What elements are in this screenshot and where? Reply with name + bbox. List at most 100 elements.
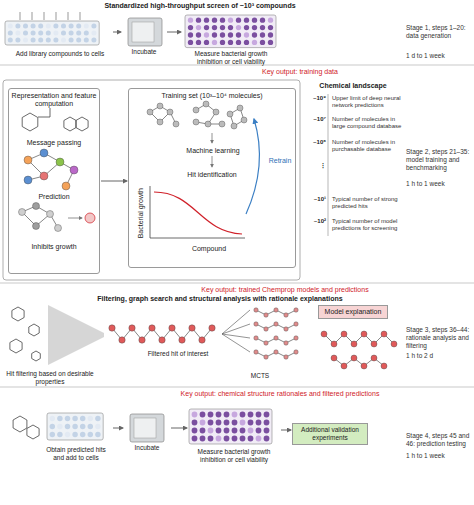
illustration-part [12, 307, 24, 321]
illustration-part [227, 111, 233, 117]
flow-arrow [171, 428, 187, 429]
illustration-part [157, 103, 163, 109]
illustration-part [284, 313, 288, 317]
illustration-part [256, 420, 262, 426]
illustration-part [47, 211, 54, 218]
illustration-part [53, 23, 58, 28]
illustration-part [95, 432, 100, 437]
illustration-part [220, 25, 225, 30]
illustration-part [222, 334, 250, 338]
illustration-part [80, 432, 85, 437]
illustration-part [56, 158, 64, 166]
illustration-part [284, 327, 288, 331]
label-text: ⋮ [301, 162, 326, 169]
node-text: Incubate [122, 48, 166, 56]
illustration-part [29, 324, 39, 336]
label-text: Number of molecules in purchasable datab… [332, 139, 402, 153]
illustration-part [48, 305, 104, 365]
illustration-part [268, 40, 273, 45]
illustration-part [76, 117, 88, 131]
illustration-part [150, 238, 245, 239]
illustration-part [341, 331, 347, 337]
illustration-part [252, 18, 257, 23]
illustration-part [84, 23, 89, 28]
incubator: Incubate [122, 18, 166, 56]
illustration-part [284, 355, 288, 359]
node-text: Message passing [11, 139, 97, 147]
illustration-part [241, 117, 247, 123]
node-text: Hit identification [131, 171, 293, 179]
illustration-part [236, 40, 241, 45]
illustration-part [20, 12, 21, 20]
illustration-part [246, 119, 259, 214]
illustration-part [147, 109, 153, 115]
illustration-part [193, 119, 199, 125]
label-text: Standardized high-throughput screen of ~… [100, 2, 300, 10]
illustration-part [185, 15, 276, 48]
illustration-part [119, 337, 125, 343]
illustration-part [216, 436, 222, 442]
node-text: Training set (10³–10⁴ molecules) [131, 92, 293, 100]
illustration-part [252, 40, 257, 45]
illustration-part [192, 420, 198, 426]
illustration-part [188, 32, 193, 37]
illustration-part [95, 424, 100, 429]
training-panel: Training set (10³–10⁴ molecules)Machine … [128, 88, 296, 268]
illustration-part [33, 203, 40, 210]
illustration-part [204, 18, 209, 23]
illustration-part [196, 32, 201, 37]
illustration-part [65, 432, 70, 437]
illustration-part [321, 331, 327, 337]
illustration-part [23, 37, 28, 42]
illustration-part [236, 32, 241, 37]
illustration-part [8, 23, 13, 28]
illustration-part [189, 409, 272, 444]
label-text: Filtering, graph search and structural a… [70, 295, 370, 303]
illustration-part [62, 182, 70, 190]
illustration-part [130, 414, 164, 442]
illustration-part [254, 322, 258, 326]
illustration-part [95, 416, 100, 421]
label-text: Filtered hit of interest [128, 350, 228, 358]
illustration-part [70, 166, 78, 174]
illustration-part [268, 18, 273, 23]
illustration-part [53, 37, 58, 42]
illustration-part [109, 325, 115, 331]
illustration-part [351, 341, 357, 347]
illustration-part [196, 18, 201, 23]
illustration-part [328, 94, 329, 236]
illustration-part [38, 37, 43, 42]
illustration-part [361, 363, 367, 369]
illustration-part [196, 40, 201, 45]
illustration-part [46, 37, 51, 42]
illustration-part [244, 25, 249, 30]
illustration-part [274, 322, 278, 326]
illustration-part [264, 428, 270, 434]
flow-arrow [101, 181, 127, 182]
well-plate: Add library compounds to cells [8, 14, 112, 58]
illustration-part [72, 424, 77, 429]
illustration-part [61, 30, 66, 35]
flow-arrow [281, 430, 291, 431]
illustration-part [224, 412, 230, 418]
label-text: Upper limit of deep neural network predi… [332, 95, 402, 109]
label-text: ~10⁹ [301, 95, 326, 102]
illustration-part [27, 425, 39, 439]
illustration-part [212, 156, 213, 167]
illustration-part [188, 40, 193, 45]
illustration-part [50, 108, 51, 117]
illustration-part [80, 424, 85, 429]
illustration-part [31, 37, 36, 42]
illustration-part [264, 327, 268, 331]
illustration-part [33, 223, 40, 230]
illustration-part [38, 117, 50, 118]
illustration-part [284, 341, 288, 345]
illustration-part [254, 350, 258, 354]
illustration-part [212, 25, 217, 30]
illustration-part [244, 18, 249, 23]
stage-note: Stage 3, steps 36–44: rationale analysis… [406, 326, 472, 349]
illustration-part [244, 40, 249, 45]
illustration-part [69, 37, 74, 42]
illustration-part [0, 283, 474, 284]
